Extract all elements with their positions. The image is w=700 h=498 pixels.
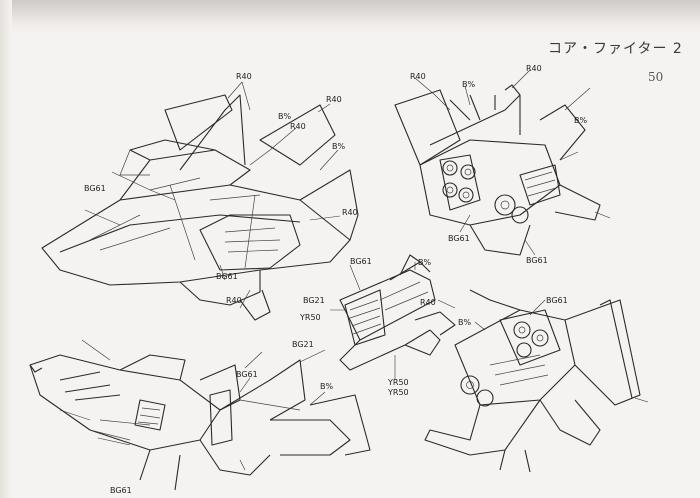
callout-label: R40	[290, 122, 306, 131]
scan-shadow-left	[0, 0, 12, 498]
callout-label: BG61	[350, 257, 372, 266]
core-fighter-view-top-left	[41, 94, 359, 321]
callout-label: B%	[458, 318, 472, 327]
callout-label: B%	[278, 112, 292, 121]
core-fighter-view-top-right	[394, 84, 601, 256]
callout-label: BG21	[303, 296, 325, 305]
core-fighter-view-bottom-right	[424, 289, 641, 473]
callout-label: B%	[320, 382, 334, 391]
callout-label: R40	[342, 208, 358, 217]
scan-shadow-top	[0, 0, 700, 34]
sheet-title: コア・ファイター 2	[548, 41, 683, 57]
callout-label: YR50	[300, 313, 321, 322]
callout-label: YR50	[388, 388, 409, 397]
callout-label: BG61	[448, 234, 470, 243]
core-fighter-view-center	[339, 254, 456, 371]
callout-label: B%	[462, 80, 476, 89]
callout-label: R40	[410, 72, 426, 81]
callout-label: YR50	[388, 378, 409, 387]
callout-label: BG61	[110, 486, 132, 495]
callout-label: BG61	[84, 184, 106, 193]
callout-label: BG61	[526, 256, 548, 265]
callout-label: R40	[226, 296, 242, 305]
callout-label: R40	[526, 64, 542, 73]
callout-label: R40	[236, 72, 252, 81]
callout-label: BG61	[236, 370, 258, 379]
callout-label: R40	[326, 95, 342, 104]
callout-label: B%	[418, 258, 432, 267]
callout-label: BG61	[216, 272, 238, 281]
callout-label: R40	[420, 298, 436, 307]
callout-label: B%	[574, 116, 588, 125]
callout-label: BG21	[292, 340, 314, 349]
page-number: 50	[648, 70, 664, 84]
callout-label: B%	[332, 142, 346, 151]
core-fighter-view-bottom-left	[29, 354, 371, 491]
callout-label: BG61	[546, 296, 568, 305]
callout-leader-lines	[59, 69, 649, 471]
